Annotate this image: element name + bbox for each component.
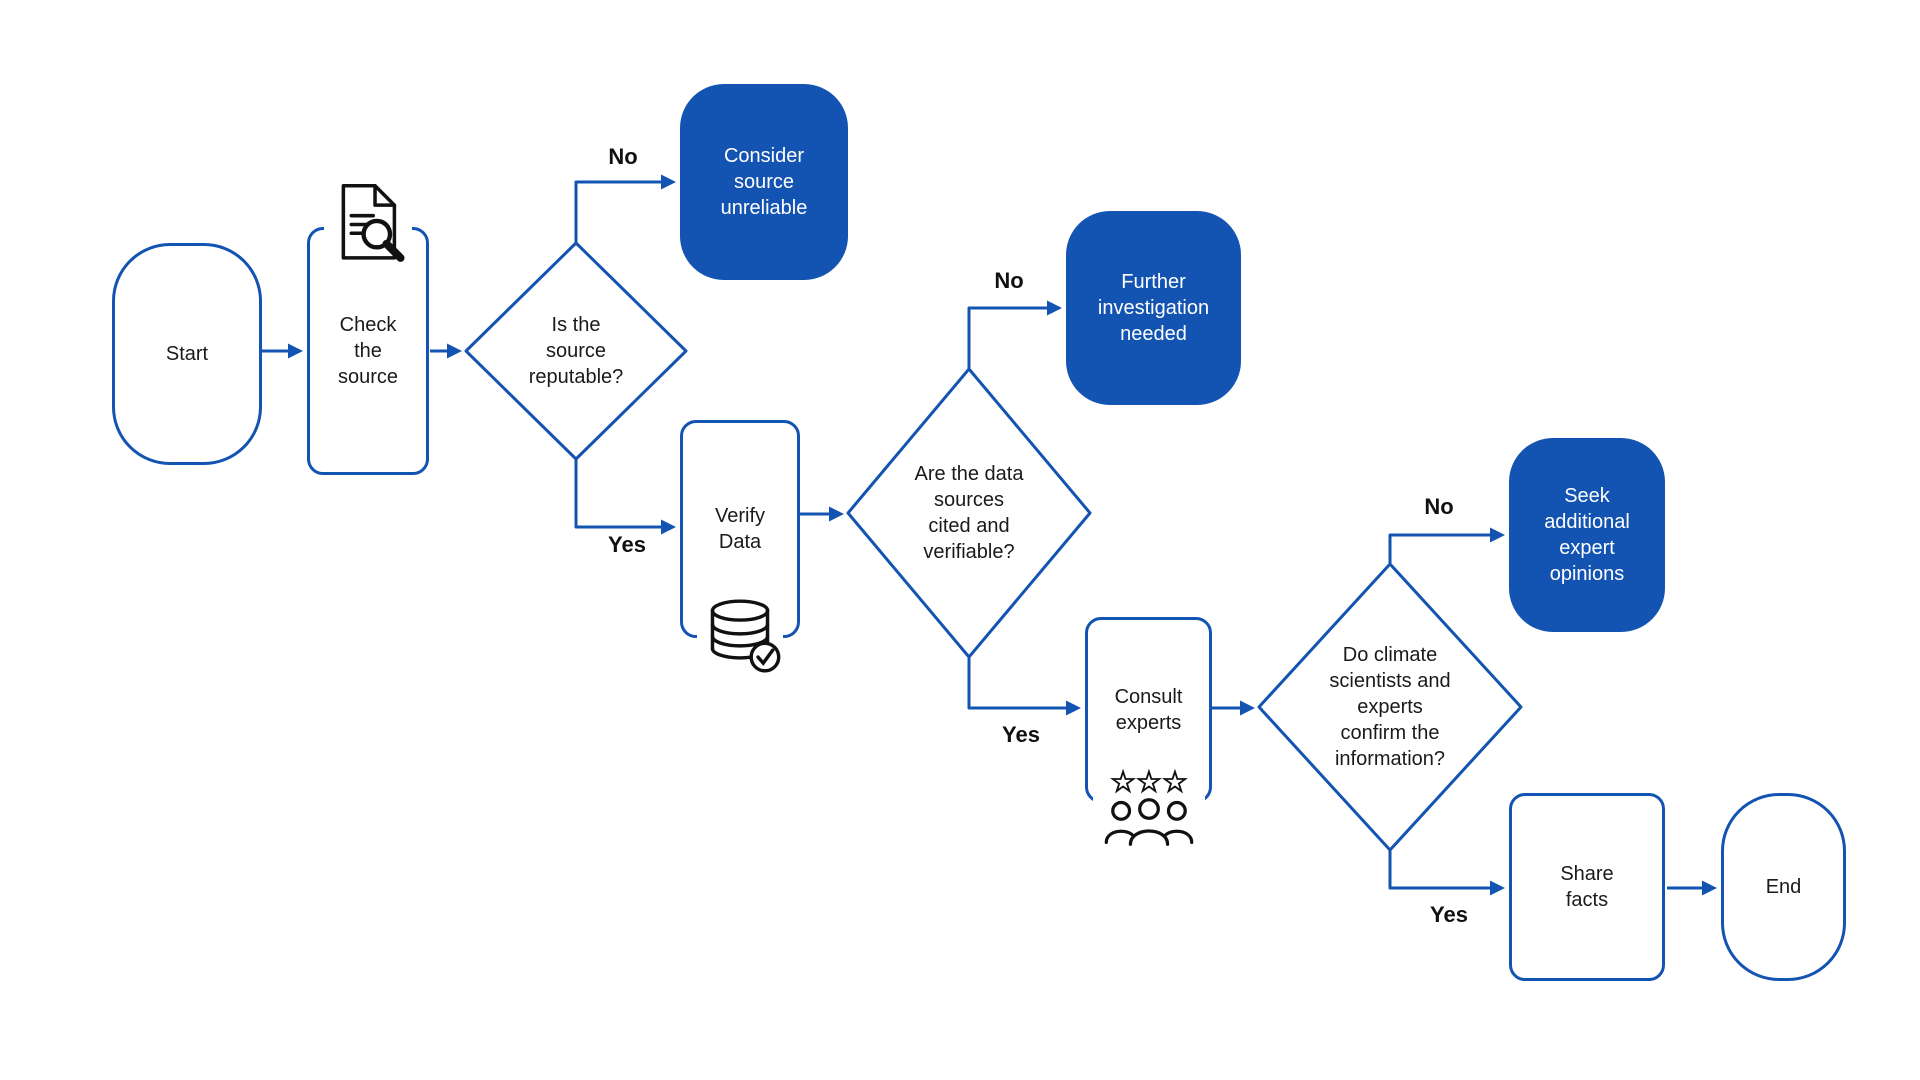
node-verify-data: Verify Data (680, 420, 800, 677)
people-icon (1104, 798, 1193, 846)
node-seek-additional-label: Seek additional expert opinions (1544, 485, 1630, 585)
node-consider-unreliable-label: Consider source unreliable (720, 145, 808, 219)
node-consult-experts-label: Consult experts (1114, 686, 1183, 734)
node-consult-experts: Consult experts ☆☆☆ (1085, 617, 1212, 848)
branch-label-cited-no: No (994, 268, 1024, 293)
node-consider-unreliable: Consider source unreliable (680, 84, 848, 280)
node-check-source: Check the source (307, 178, 429, 475)
node-start-label: Start (165, 343, 209, 365)
node-share-facts-label: Share facts (1560, 863, 1614, 911)
branch-label-cited-yes: Yes (1002, 722, 1040, 747)
connector-decision2-no (967, 300, 1062, 368)
branch-label-confirm-yes: Yes (1430, 902, 1468, 927)
connector-decision3-no (1388, 527, 1505, 563)
node-seek-additional: Seek additional expert opinions (1509, 438, 1665, 632)
node-verify-data-label: Verify Data (714, 505, 766, 553)
node-end-label: End (1765, 876, 1802, 898)
decision-experts-confirm-shape (1257, 562, 1523, 852)
decision-sources-cited-label: Are the data sources cited and verifiabl… (914, 463, 1024, 563)
document-search-icon (324, 178, 412, 278)
node-start: Start (112, 243, 262, 465)
database-check-icon (697, 595, 783, 677)
decision-experts-confirm-label: Do climate scientists and experts confir… (1329, 644, 1451, 770)
node-check-source-label: Check the source (337, 314, 399, 388)
connector-decision1-yes (574, 459, 676, 535)
decision-sources-cited-shape (846, 367, 1092, 659)
stars-icon: ☆☆☆ (1109, 766, 1189, 799)
node-end: End (1721, 793, 1846, 981)
branch-label-reputable-no: No (608, 144, 638, 169)
connector-decision2-yes (967, 658, 1081, 716)
connector-decision3-yes (1388, 850, 1505, 896)
node-further-investigation: Further investigation needed (1066, 211, 1241, 405)
decision-source-reputable-shape (464, 241, 688, 461)
branch-label-reputable-yes: Yes (608, 532, 646, 557)
node-further-investigation-label: Further investigation needed (1097, 271, 1210, 345)
decision-source-reputable-label: Is the source reputable? (528, 314, 624, 388)
node-share-facts: Share facts (1509, 793, 1665, 981)
experts-icon: ☆☆☆ (1092, 766, 1205, 848)
connector-decision1-no (574, 174, 676, 243)
decision-experts-confirm: Do climate scientists and experts confir… (1259, 564, 1521, 850)
branch-label-confirm-no: No (1424, 494, 1454, 519)
decision-sources-cited: Are the data sources cited and verifiabl… (848, 369, 1090, 657)
decision-source-reputable: Is the source reputable? (466, 243, 686, 459)
